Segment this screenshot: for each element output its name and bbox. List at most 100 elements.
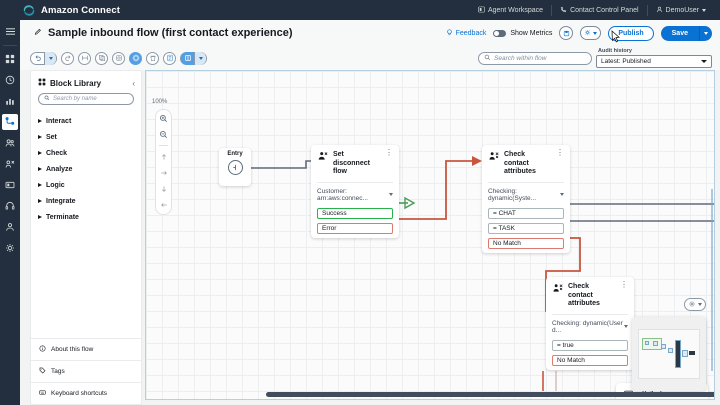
feedback-button[interactable]: Feedback xyxy=(446,29,487,38)
sidebar-item-settings[interactable] xyxy=(2,240,18,256)
node-parameter-select[interactable]: Checking: dynamic(User d... xyxy=(552,314,628,334)
node-menu-icon[interactable]: ⋮ xyxy=(556,150,564,156)
user-icon xyxy=(656,6,663,15)
block-group-label: Check xyxy=(46,150,67,157)
chevron-left-icon[interactable]: ‹ xyxy=(132,79,135,88)
arrow-down-icon[interactable] xyxy=(158,183,169,194)
sidebar-item-headset[interactable] xyxy=(2,198,18,214)
block-group-analyze[interactable]: Analyze xyxy=(31,161,141,177)
sidebar-item-users[interactable] xyxy=(2,135,18,151)
undo-icon[interactable] xyxy=(31,52,44,65)
layout-icon[interactable] xyxy=(181,52,194,65)
block-group-terminate[interactable]: Terminate xyxy=(31,209,141,225)
toggle-switch[interactable] xyxy=(493,30,506,37)
node-branch-success[interactable]: Success xyxy=(317,208,393,219)
block-group-interact[interactable]: Interact xyxy=(31,113,141,129)
paste-button[interactable] xyxy=(112,52,125,65)
user-name-label: DemoUser xyxy=(666,7,699,14)
save-button[interactable]: Save xyxy=(661,26,699,41)
save-dropdown-button[interactable] xyxy=(699,26,712,41)
node-title: Check contact attributes xyxy=(504,151,551,177)
sidebar-item-agent[interactable] xyxy=(2,219,18,235)
copy-button[interactable] xyxy=(95,52,108,65)
audit-history-select[interactable]: Latest: Published xyxy=(596,55,712,68)
minimap-node xyxy=(676,341,680,367)
tags-button[interactable]: Tags xyxy=(31,360,141,382)
node-branch-task[interactable]: = TASK xyxy=(488,223,564,234)
node-check-contact-attributes-1[interactable]: Check contact attributes ⋮ Checking: dyn… xyxy=(482,145,570,253)
sidebar-item-routing[interactable] xyxy=(2,156,18,172)
zoom-out-icon[interactable] xyxy=(158,129,169,140)
pencil-icon[interactable] xyxy=(34,28,42,38)
keyboard-shortcuts-button[interactable]: Keyboard shortcuts xyxy=(31,382,141,404)
block-group-label: Integrate xyxy=(46,198,76,205)
magnet-snap-button[interactable] xyxy=(129,52,142,65)
arrow-left-icon[interactable] xyxy=(158,199,169,210)
entry-node[interactable]: Entry xyxy=(219,148,251,186)
lightbulb-icon xyxy=(446,29,453,38)
search-within-flow-input[interactable]: Search within flow xyxy=(478,52,592,65)
gear-icon[interactable] xyxy=(584,29,591,38)
chevron-down-icon[interactable] xyxy=(593,32,597,35)
node-menu-icon[interactable]: ⋮ xyxy=(385,150,393,156)
layout-dropdown-icon[interactable] xyxy=(194,52,206,65)
node-branch-no-match[interactable]: No Match xyxy=(488,238,564,249)
node-set-disconnect-flow[interactable]: Set disconnect flow ⋮ Customer: arn:aws:… xyxy=(311,145,399,238)
minimap-settings-button[interactable] xyxy=(684,298,706,311)
minimap-viewport[interactable] xyxy=(638,329,700,379)
show-metrics-toggle[interactable]: Show Metrics xyxy=(493,30,552,37)
menu-hamburger-icon[interactable] xyxy=(5,27,16,38)
workspace-icon xyxy=(478,6,485,15)
node-parameter-select[interactable]: Customer: arn:aws:connec... xyxy=(317,182,393,202)
set-disconnect-icon xyxy=(318,151,328,163)
node-header: Check contact attributes ⋮ xyxy=(546,277,634,314)
redo-button[interactable] xyxy=(61,52,74,65)
user-menu[interactable]: DemoUser xyxy=(648,4,714,17)
node-parameter-select[interactable]: Checking: dynamic(Syste... xyxy=(488,182,564,202)
block-group-label: Analyze xyxy=(46,166,72,173)
undo-dropdown-icon[interactable] xyxy=(44,52,56,65)
undo-split-button[interactable] xyxy=(30,52,57,65)
keyboard-icon xyxy=(39,389,46,398)
block-group-set[interactable]: Set xyxy=(31,129,141,145)
sidebar-item-clock[interactable] xyxy=(2,72,18,88)
sidebar-item-flows[interactable] xyxy=(2,114,18,130)
arrow-up-icon[interactable] xyxy=(158,151,169,162)
layout-split-button[interactable] xyxy=(180,52,207,65)
save-split-button[interactable]: Save xyxy=(661,26,712,41)
node-branch-no-match[interactable]: No Match xyxy=(552,355,628,366)
node-branch-chat[interactable]: = CHAT xyxy=(488,208,564,219)
canvas-minimap[interactable] xyxy=(632,317,706,391)
block-group-integrate[interactable]: Integrate xyxy=(31,193,141,209)
flow-canvas[interactable]: Entry Set disconnect flow ⋮ Customer: ar… xyxy=(145,70,715,400)
arrow-right-icon[interactable] xyxy=(158,167,169,178)
block-library-title: Block Library xyxy=(50,79,101,88)
notes-button[interactable] xyxy=(163,52,176,65)
save-draft-icon-button[interactable] xyxy=(559,26,573,40)
node-menu-icon[interactable]: ⋮ xyxy=(620,282,628,288)
feedback-label: Feedback xyxy=(456,30,487,37)
block-group-logic[interactable]: Logic xyxy=(31,177,141,193)
delete-button[interactable] xyxy=(146,52,159,65)
sidebar-item-channels[interactable] xyxy=(2,177,18,193)
node-branch-true[interactable]: = true xyxy=(552,340,628,351)
flow-settings-split-button[interactable] xyxy=(580,26,601,40)
node-branch-error[interactable]: Error xyxy=(317,223,393,234)
chevron-right-icon xyxy=(38,183,42,187)
sidebar-item-analytics[interactable] xyxy=(2,93,18,109)
block-group-label: Terminate xyxy=(46,214,79,221)
about-this-flow-button[interactable]: About this flow xyxy=(31,338,141,360)
horizontal-scrollbar[interactable] xyxy=(266,392,715,397)
brand-logo-area[interactable]: Amazon Connect xyxy=(0,4,120,17)
align-button[interactable] xyxy=(78,52,91,65)
contact-control-panel-link[interactable]: Contact Control Panel xyxy=(552,4,646,17)
sidebar-item-dashboard[interactable] xyxy=(2,51,18,67)
node-check-contact-attributes-2[interactable]: Check contact attributes ⋮ Checking: dyn… xyxy=(546,277,634,370)
node-header: Check contact attributes ⋮ xyxy=(482,145,570,182)
minimap-node xyxy=(689,351,695,355)
zoom-in-icon[interactable] xyxy=(158,113,169,124)
node-header: Set disconnect flow ⋮ xyxy=(311,145,399,182)
block-group-check[interactable]: Check xyxy=(31,145,141,161)
block-search-input[interactable]: Search by name xyxy=(38,93,134,105)
agent-workspace-link[interactable]: Agent Workspace xyxy=(470,4,551,17)
